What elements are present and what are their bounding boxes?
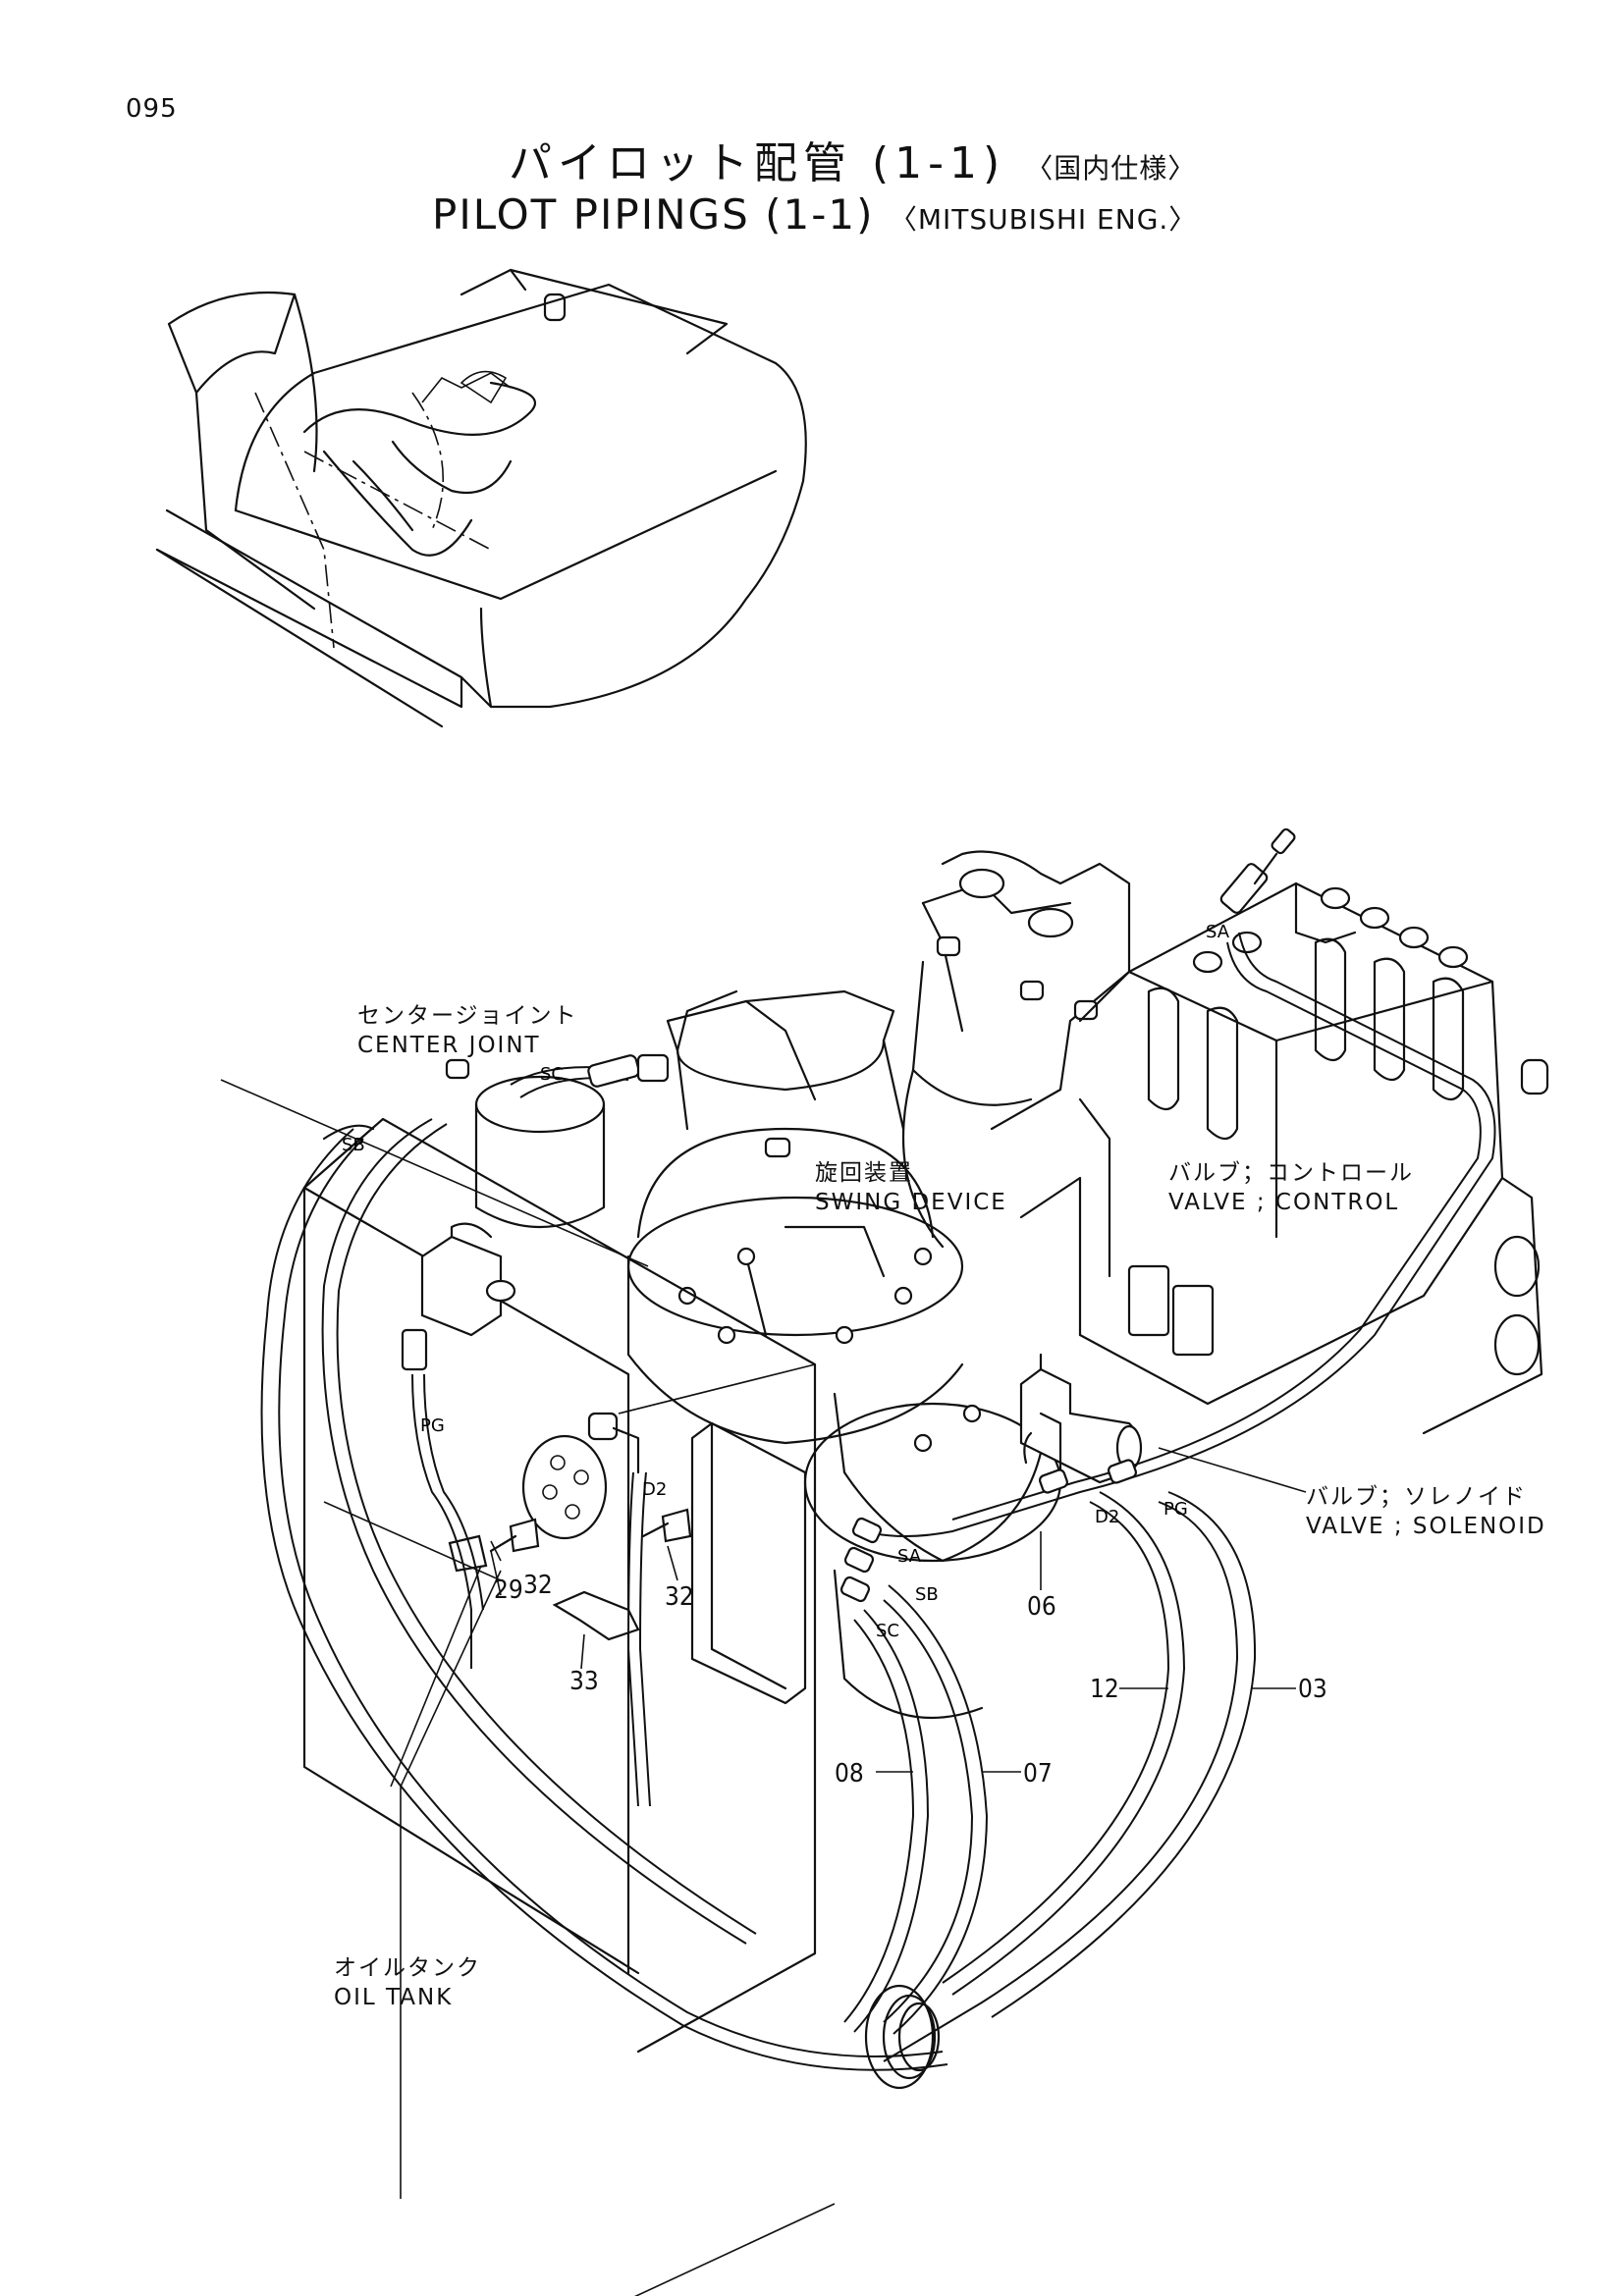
title-english-main: PILOT PIPINGS (1-1) <box>432 190 875 239</box>
label-swing-device-jp: 旋回装置 <box>815 1160 913 1186</box>
pressure-switch <box>401 1222 516 1371</box>
label-control-valve-en: VALVE ; CONTROL <box>1168 1190 1400 1215</box>
title-english: PILOT PIPINGS (1-1) 〈MITSUBISHI ENG.〉 <box>432 190 1197 239</box>
title-japanese-spec: 〈国内仕様〉 <box>1025 152 1197 185</box>
title-japanese: パイロット配管 (1-1) 〈国内仕様〉 <box>509 128 1196 190</box>
part-number-29: 29 <box>494 1575 523 1605</box>
oil-tank <box>302 1117 817 2054</box>
sc-fitting <box>445 1053 670 1088</box>
label-solenoid-valve-jp: バルブ；ソレノイド <box>1306 1484 1527 1510</box>
port-labels: SA SC SB PG D2 SA SB SC D2 PG <box>342 922 1230 1641</box>
swing-motor <box>901 850 1131 1249</box>
swing-device <box>626 989 1062 1720</box>
port-label-sb-tank: SB <box>342 1135 365 1155</box>
port-label-pg-solenoid: PG <box>1163 1499 1188 1520</box>
port-label-sa-valve: SA <box>1206 922 1230 942</box>
part-number-12: 12 <box>1090 1675 1119 1704</box>
port-label-sb-tank-front: SB <box>915 1584 939 1605</box>
part-number-32-left: 32 <box>523 1571 553 1600</box>
label-oil-tank-jp: オイルタンク <box>334 1955 481 1981</box>
label-oil-tank: オイルタンク OIL TANK <box>334 1953 481 2012</box>
port-label-sc-tank-front: SC <box>876 1621 899 1641</box>
label-center-joint-en: CENTER JOINT <box>357 1033 541 1058</box>
label-swing-device: 旋回装置 SWING DEVICE <box>815 1158 1007 1217</box>
part-number-08: 08 <box>835 1759 864 1789</box>
label-swing-device-en: SWING DEVICE <box>815 1190 1007 1215</box>
hose-coil <box>864 1984 941 2090</box>
machine-overview-sketch <box>155 268 807 728</box>
sa-fitting <box>1219 828 1296 914</box>
label-center-joint-jp: センタージョイント <box>357 1003 578 1029</box>
part-number-33: 33 <box>569 1667 599 1696</box>
port-label-pg-tank: PG <box>420 1415 445 1436</box>
part-number-06: 06 <box>1027 1592 1056 1622</box>
page-number: 095 <box>126 94 178 124</box>
pilot-hoses <box>260 932 1496 2071</box>
label-oil-tank-en: OIL TANK <box>334 1985 454 2010</box>
part-number-03: 03 <box>1298 1675 1327 1704</box>
port-label-sa-tank: SA <box>897 1546 922 1567</box>
part-number-07: 07 <box>1023 1759 1053 1789</box>
port-label-d2-flange: D2 <box>642 1479 667 1500</box>
port-label-sc-joint: SC <box>540 1064 564 1085</box>
leader-lines <box>220 1079 1307 2296</box>
label-solenoid-valve: バルブ；ソレノイド VALVE ; SOLENOID <box>1306 1482 1546 1541</box>
label-solenoid-valve-en: VALVE ; SOLENOID <box>1306 1514 1546 1539</box>
title-japanese-main: パイロット配管 (1-1) <box>509 138 1006 188</box>
hose-bracket <box>690 1421 807 1705</box>
label-control-valve: バルブ；コントロール VALVE ; CONTROL <box>1168 1158 1414 1217</box>
control-valve <box>1019 881 1549 1435</box>
center-joint <box>474 1075 606 1228</box>
flange-fitting <box>521 1412 640 1540</box>
port-label-d2-solenoid: D2 <box>1095 1507 1119 1527</box>
title-english-spec: 〈MITSUBISHI ENG.〉 <box>889 203 1198 236</box>
label-control-valve-jp: バルブ；コントロール <box>1168 1160 1414 1186</box>
part-number-32-right: 32 <box>665 1582 694 1612</box>
label-center-joint: センタージョイント CENTER JOINT <box>357 1001 578 1060</box>
